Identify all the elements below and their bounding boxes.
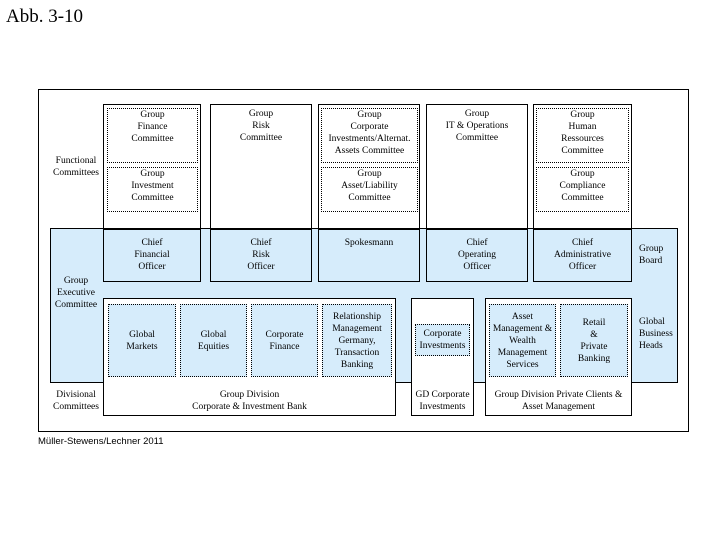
division-cib-label: Group Division Corporate & Investment Ba… [192, 390, 307, 412]
label-group-board: Group Board [639, 244, 664, 266]
unit-corporate-investments: Corporate Investments [415, 324, 470, 356]
division-container-ci [411, 298, 474, 416]
committee-asset-liability: Group Asset/Liability Committee [321, 167, 418, 212]
division-pcam-label: Group Division Private Clients & Asset M… [494, 390, 623, 412]
org-chart-frame [38, 89, 689, 432]
label-global-business-heads: Global Business Heads [639, 317, 673, 351]
committee-compliance: Group Compliance Committee [536, 167, 629, 212]
committee-human-resources: Group Human Ressources Committee [536, 108, 629, 163]
row-label-functional: Functional Committees [53, 156, 99, 178]
committee-group-risk: Group Risk Committee [212, 108, 310, 163]
officer-spokesman: Spokesmann [318, 229, 420, 282]
unit-global-equities: Global Equities [180, 304, 247, 377]
committee-group-finance: Group Finance Committee [107, 108, 198, 163]
officer-coo: Chief Operating Officer [426, 229, 528, 282]
committee-it-operations: Group IT & Operations Committee [428, 108, 526, 163]
committee-corporate-investments: Group Corporate Investments/Alternat. As… [321, 108, 418, 163]
row-label-divisional: Divisional Committees [53, 390, 99, 412]
officer-cro: Chief Risk Officer [210, 229, 312, 282]
unit-relationship-management: Relationship Management Germany, Transac… [322, 304, 392, 377]
unit-global-markets: Global Markets [108, 304, 176, 377]
figure-title: Abb. 3-10 [6, 6, 84, 27]
source-citation: Müller-Stewens/Lechner 2011 [38, 436, 164, 447]
unit-retail-private-banking: Retail & Private Banking [560, 304, 628, 377]
officer-cao: Chief Administrative Officer [533, 229, 632, 282]
unit-corporate-finance: Corporate Finance [251, 304, 318, 377]
row-label-executive: Group Executive Committee [54, 276, 98, 310]
unit-asset-wealth-management: Asset Management & Wealth Management Ser… [489, 304, 556, 377]
officer-cfo: Chief Financial Officer [103, 229, 201, 282]
division-ci-label: GD Corporate Investments [415, 390, 470, 412]
committee-group-investment: Group Investment Committee [107, 167, 198, 212]
